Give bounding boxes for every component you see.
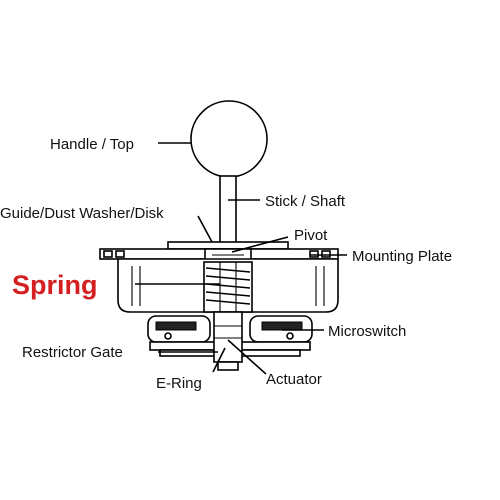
leader-pivot — [231, 236, 289, 253]
label-e-ring: E-Ring — [156, 375, 202, 392]
spring-coil — [203, 261, 253, 313]
leader-e-ring — [212, 347, 226, 373]
label-restrictor-gate: Restrictor Gate — [22, 344, 123, 361]
stick-shaft — [219, 175, 237, 247]
actuator-assembly — [213, 311, 243, 371]
label-guide: Guide/Dust Washer/Disk — [0, 205, 164, 222]
handle-ball — [190, 100, 268, 178]
label-handle: Handle / Top — [50, 136, 134, 153]
leader-actuator — [227, 339, 267, 375]
label-spring: Spring — [12, 270, 98, 300]
label-actuator: Actuator — [266, 371, 322, 388]
label-microswitch: Microswitch — [328, 323, 406, 340]
leader-guide — [197, 215, 213, 243]
dust-washer — [167, 241, 289, 250]
label-mounting-plate: Mounting Plate — [352, 248, 452, 265]
label-stick: Stick / Shaft — [265, 193, 346, 210]
label-pivot: Pivot — [294, 227, 328, 244]
microswitch-blocks — [147, 315, 313, 343]
